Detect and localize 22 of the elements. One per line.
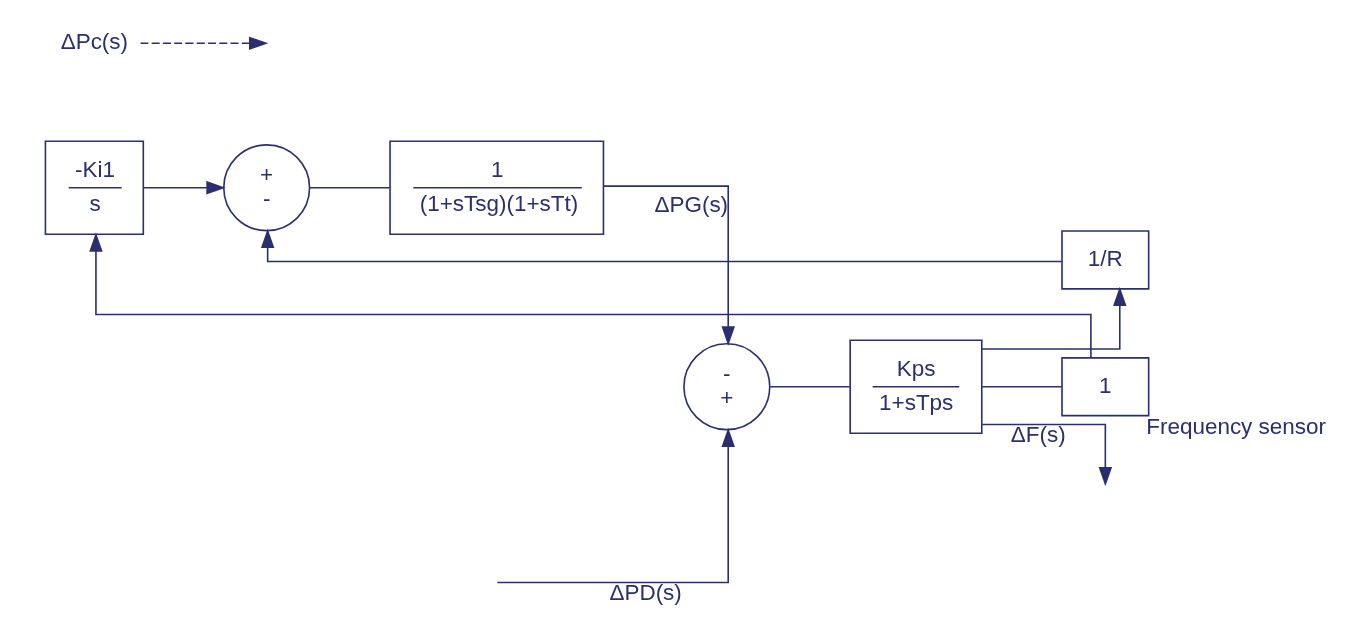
node-box: 1 (1+sTsg)(1+sTt) bbox=[388, 140, 604, 236]
edge-label: ΔPG(s) bbox=[653, 192, 728, 218]
connector bbox=[768, 385, 851, 388]
arrow bbox=[602, 185, 735, 346]
node-text: ΔPc(s) bbox=[60, 29, 128, 55]
node-box: Kps 1+sTps bbox=[848, 339, 983, 435]
connector bbox=[308, 186, 390, 189]
arrow bbox=[980, 423, 1112, 487]
node-box: -Ki1 s bbox=[44, 140, 144, 236]
node-box: 1/R bbox=[1060, 230, 1149, 290]
node-box: 1 bbox=[1060, 357, 1149, 417]
arrow bbox=[88, 232, 1092, 359]
arrow bbox=[980, 286, 1126, 350]
edge-label: ΔF(s) bbox=[1010, 422, 1066, 448]
arrow bbox=[139, 36, 268, 51]
arrow bbox=[496, 427, 735, 584]
arrow bbox=[260, 228, 1062, 263]
arrow bbox=[142, 181, 226, 195]
edge-label: ΔPD(s) bbox=[608, 580, 682, 606]
node-circle: + - bbox=[222, 144, 310, 232]
connector bbox=[980, 385, 1063, 388]
node-circle: - + bbox=[682, 343, 771, 431]
